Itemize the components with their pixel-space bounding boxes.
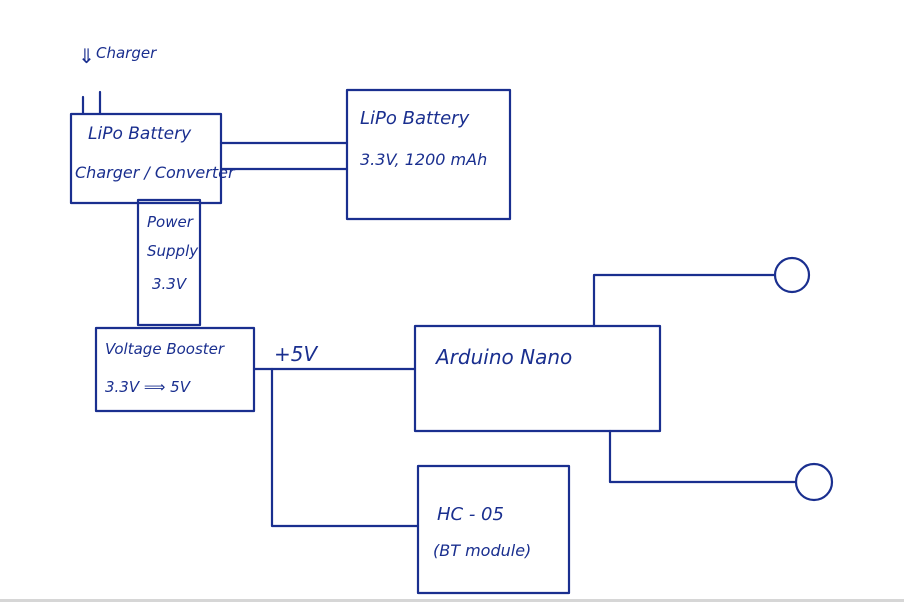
arduino-output-bottom-wire <box>608 429 798 484</box>
power-supply-box <box>136 198 202 327</box>
lipo-battery-line2: 3.3V, 1200 mAh <box>360 150 487 169</box>
power-supply-block: Power Supply 3.3V <box>136 198 202 327</box>
voltage-booster-line2: 3.3V ⟹ 5V <box>105 378 192 396</box>
wire-label-5v: +5V <box>274 342 318 366</box>
hc05-block: HC - 05 (BT module) <box>416 464 571 595</box>
hc05-line1: HC - 05 <box>437 504 504 525</box>
bottom-divider <box>0 599 904 602</box>
charger-converter-line1: LiPo Battery <box>88 124 192 144</box>
hc05-box <box>416 464 571 595</box>
output-terminal-top-icon <box>773 256 811 294</box>
lipo-battery-line1: LiPo Battery <box>360 108 470 129</box>
output-terminal-bottom-icon <box>794 462 834 502</box>
wire-5v-to-hc05 <box>270 367 420 528</box>
charger-converter-block: LiPo Battery Charger / Converter <box>69 112 236 205</box>
power-supply-line2: Supply <box>147 242 199 260</box>
hc05-line2: (BT module) <box>433 541 531 560</box>
power-supply-line1: Power <box>147 213 194 231</box>
charger-converter-line2: Charger / Converter <box>75 163 236 182</box>
arduino-nano-block: Arduino Nano <box>413 324 662 433</box>
lipo-battery-block: LiPo Battery 3.3V, 1200 mAh <box>345 88 512 221</box>
charger-arrows-icon: ⇓ <box>78 44 95 68</box>
charger-annotation: ⇓ Charger <box>78 44 157 115</box>
charger-converter-box <box>69 112 223 205</box>
power-supply-line3: 3.3V <box>152 275 188 293</box>
arduino-nano-box <box>413 324 662 433</box>
charger-label: Charger <box>96 44 157 62</box>
voltage-booster-block: Voltage Booster 3.3V ⟹ 5V <box>94 326 256 413</box>
lipo-battery-box <box>345 88 512 221</box>
arduino-output-top-wire <box>592 273 777 328</box>
voltage-booster-line1: Voltage Booster <box>105 340 225 358</box>
arduino-nano-label: Arduino Nano <box>434 345 572 369</box>
